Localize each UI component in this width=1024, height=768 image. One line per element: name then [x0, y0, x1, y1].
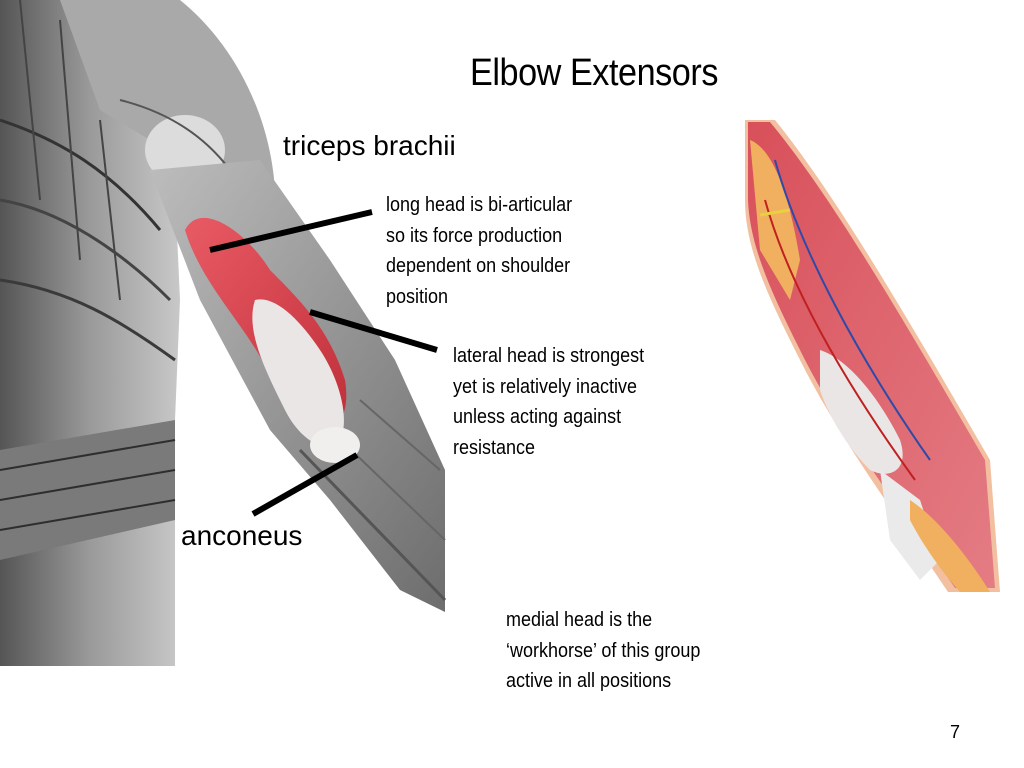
long-head-pointer — [209, 209, 373, 253]
medial-head-note: medial head is the ‘workhorse’ of this g… — [506, 609, 701, 692]
colored-arm-illustration — [745, 120, 1000, 592]
page-number: 7 — [950, 722, 961, 742]
triceps-highlight — [185, 217, 360, 463]
slide-title: Elbow Extensors — [470, 52, 718, 94]
pointer-lines — [209, 209, 438, 517]
triceps-brachii-label: triceps brachii — [283, 130, 456, 161]
anconeus-pointer — [251, 452, 359, 517]
anconeus-label: anconeus — [181, 520, 303, 551]
lateral-head-note: lateral head is strongest yet is relativ… — [453, 345, 645, 459]
long-head-note: long head is bi-articular so its force p… — [386, 194, 573, 308]
lateral-head-pointer — [309, 309, 438, 353]
torso-engraving — [0, 0, 180, 666]
